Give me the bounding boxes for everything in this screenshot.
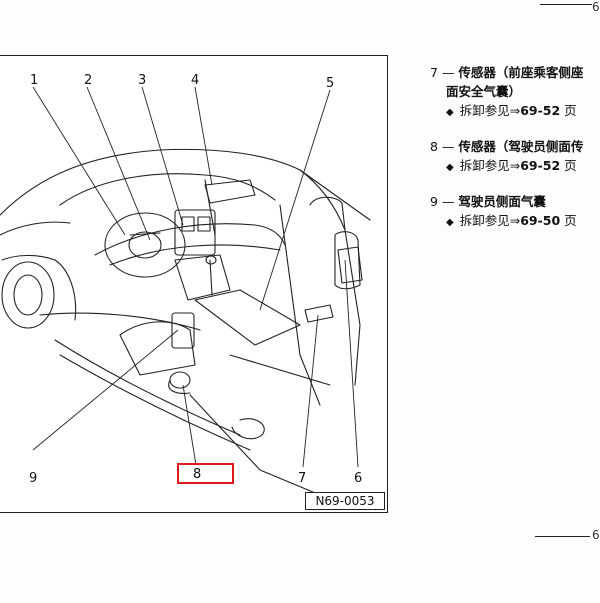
page-bottom-rule <box>535 536 590 537</box>
callout-4: 4 <box>191 73 200 88</box>
callout-9: 9 <box>29 471 38 486</box>
legend-removal-ref: ◆拆卸参见⇒69-52 页 <box>446 103 577 118</box>
page-edge-mark-top: 6 <box>592 0 600 14</box>
page-ref-link[interactable]: 69-52 <box>520 158 561 173</box>
page-ref-link[interactable]: 69-52 <box>520 103 561 118</box>
callout-1: 1 <box>30 73 39 88</box>
legend-title-continuation: 面安全气囊） <box>446 84 522 99</box>
legend-number: 7 <box>430 65 438 80</box>
legend-title: 传感器（前座乘客侧座 <box>458 65 584 80</box>
page-top-rule <box>540 4 592 5</box>
callout-8: 8 <box>193 467 202 482</box>
callout-7: 7 <box>298 471 307 486</box>
callout-3: 3 <box>138 73 147 88</box>
legend-item-9: 9 — 驾驶员侧面气囊 ◆拆卸参见⇒69-50 页 <box>430 192 600 232</box>
page-ref-link[interactable]: 69-50 <box>520 213 561 228</box>
legend-dash: — <box>441 194 455 209</box>
legend-title: 传感器（驾驶员侧面传 <box>458 139 584 154</box>
diamond-bullet-icon: ◆ <box>446 162 454 173</box>
legend-title: 驾驶员侧面气囊 <box>458 194 546 209</box>
diamond-bullet-icon: ◆ <box>446 217 454 228</box>
highlight-box-callout-8 <box>177 463 234 484</box>
figure-code: N69-0053 <box>305 492 385 510</box>
legend-number: 8 <box>430 139 438 154</box>
legend-number: 9 <box>430 194 438 209</box>
legend-removal-ref: ◆拆卸参见⇒69-50 页 <box>446 213 577 228</box>
legend-dash: — <box>441 139 455 154</box>
legend-head: 7 — 传感器（前座乘客侧座 <box>430 63 600 82</box>
callout-6: 6 <box>354 471 363 486</box>
diamond-bullet-icon: ◆ <box>446 107 454 118</box>
legend-item-8: 8 — 传感器（驾驶员侧面传 ◆拆卸参见⇒69-52 页 <box>430 137 600 177</box>
car-interior-drawing <box>0 86 371 496</box>
callout-2: 2 <box>84 73 93 88</box>
legend-head: 8 — 传感器（驾驶员侧面传 <box>430 137 600 156</box>
callout-5: 5 <box>326 76 335 91</box>
page-edge-mark-bottom: 6 <box>592 528 600 542</box>
figure-frame <box>0 55 388 513</box>
legend-head: 9 — 驾驶员侧面气囊 <box>430 192 600 211</box>
legend-removal-ref: ◆拆卸参见⇒69-52 页 <box>446 158 577 173</box>
legend-item-7: 7 — 传感器（前座乘客侧座 面安全气囊） ◆拆卸参见⇒69-52 页 <box>430 63 600 122</box>
legend-dash: — <box>441 65 455 80</box>
